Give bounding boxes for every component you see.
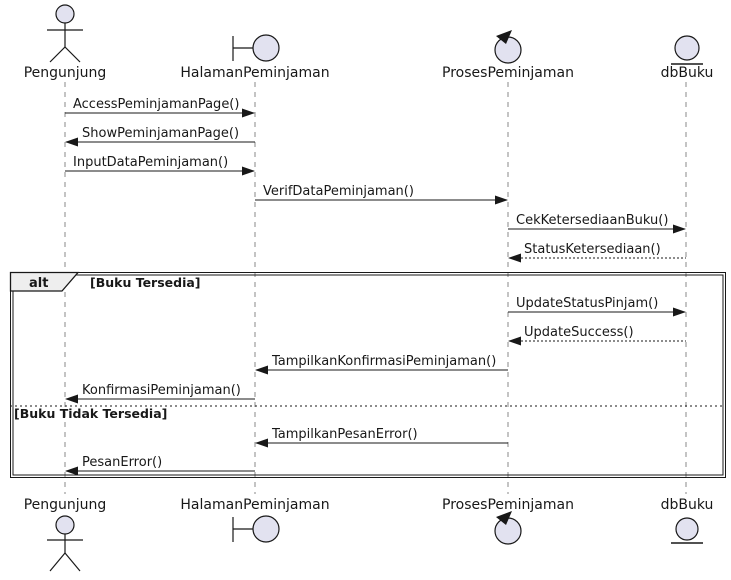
arrowhead-left-icon bbox=[508, 253, 521, 263]
alt-frame: alt [Buku Tersedia] [Buku Tidak Tersedia… bbox=[9, 271, 726, 478]
message-label: ShowPeminjamanPage() bbox=[82, 126, 239, 141]
message-label: CekKetersediaanBuku() bbox=[516, 213, 668, 228]
participant-label: dbBuku bbox=[661, 497, 714, 513]
entity-icon-circle bbox=[674, 35, 700, 61]
lifelines bbox=[64, 82, 687, 494]
participant-label: ProsesPeminjaman bbox=[442, 65, 574, 81]
control-icon-arrow bbox=[496, 511, 512, 525]
boundary-icon-circle bbox=[252, 34, 280, 62]
alt-frame-border-inner bbox=[12, 274, 724, 476]
alt-frame-border-outer bbox=[10, 272, 726, 478]
participant-label: Pengunjung bbox=[24, 65, 107, 81]
participant-bottom-dbbuku: dbBuku bbox=[661, 497, 714, 544]
participant-bottom-prosespeminjaman: ProsesPeminjaman bbox=[442, 497, 574, 545]
boundary-icon-circle bbox=[252, 515, 280, 543]
control-icon-circle bbox=[494, 36, 522, 64]
message-lines bbox=[65, 112, 686, 472]
participant-top-halamanpeminjaman: HalamanPeminjaman bbox=[180, 34, 330, 81]
participant-bottom-halamanpeminjaman: HalamanPeminjaman bbox=[180, 497, 330, 543]
arrowhead-right-icon bbox=[673, 307, 686, 317]
message-label: PesanError() bbox=[82, 455, 162, 470]
arrowhead-right-icon bbox=[673, 224, 686, 234]
message-label: KonfirmasiPeminjaman() bbox=[82, 383, 241, 398]
alt-guard-false-label: [Buku Tidak Tersedia] bbox=[14, 406, 167, 421]
arrowhead-left-icon bbox=[65, 394, 78, 404]
actor-icon bbox=[55, 4, 75, 24]
message-label: UpdateStatusPinjam() bbox=[516, 296, 658, 311]
participant-label: dbBuku bbox=[661, 65, 714, 81]
arrowhead-left-icon bbox=[255, 438, 268, 448]
participant-top-dbbuku: dbBuku bbox=[661, 35, 714, 81]
participant-top-pengunjung: Pengunjung bbox=[24, 4, 107, 81]
control-icon-circle bbox=[494, 517, 522, 545]
message-label: InputDataPeminjaman() bbox=[73, 155, 228, 170]
message-label: StatusKetersediaan() bbox=[524, 242, 661, 257]
participant-label: Pengunjung bbox=[24, 497, 107, 513]
boundary-icon bbox=[232, 517, 253, 542]
arrowhead-right-icon bbox=[242, 166, 255, 176]
boundary-icon bbox=[232, 36, 253, 61]
actor-body bbox=[47, 23, 83, 63]
actor-icon bbox=[55, 515, 75, 535]
participant-label: HalamanPeminjaman bbox=[180, 497, 329, 513]
participant-top-prosespeminjaman: ProsesPeminjaman bbox=[442, 30, 574, 81]
participant-bottom-pengunjung: Pengunjung bbox=[24, 497, 107, 572]
message-label: TampilkanKonfirmasiPeminjaman() bbox=[271, 354, 496, 369]
arrowhead-left-icon bbox=[255, 365, 268, 375]
alt-operator-pentagon bbox=[9, 271, 80, 292]
alt-guard-true-label: [Buku Tersedia] bbox=[90, 275, 201, 290]
participant-label: ProsesPeminjaman bbox=[442, 497, 574, 513]
arrowhead-left-icon bbox=[65, 137, 78, 147]
message-label: AccessPeminjamanPage() bbox=[73, 97, 239, 112]
entity-icon-circle bbox=[675, 517, 699, 541]
control-icon-arrow bbox=[496, 30, 512, 44]
actor-body bbox=[47, 534, 83, 572]
message-label: TampilkanPesanError() bbox=[271, 427, 418, 442]
arrowhead-right-icon bbox=[495, 195, 508, 205]
alt-operator-label: alt bbox=[29, 276, 48, 291]
arrowhead-left-icon bbox=[65, 466, 78, 476]
message-arrowheads bbox=[65, 108, 686, 476]
arrowhead-left-icon bbox=[508, 336, 521, 346]
message-label: UpdateSuccess() bbox=[524, 325, 634, 340]
arrowhead-right-icon bbox=[242, 108, 255, 118]
participant-label: HalamanPeminjaman bbox=[180, 65, 329, 81]
message-labels: AccessPeminjamanPage() ShowPeminjamanPag… bbox=[73, 97, 668, 470]
message-label: VerifDataPeminjaman() bbox=[263, 184, 414, 199]
